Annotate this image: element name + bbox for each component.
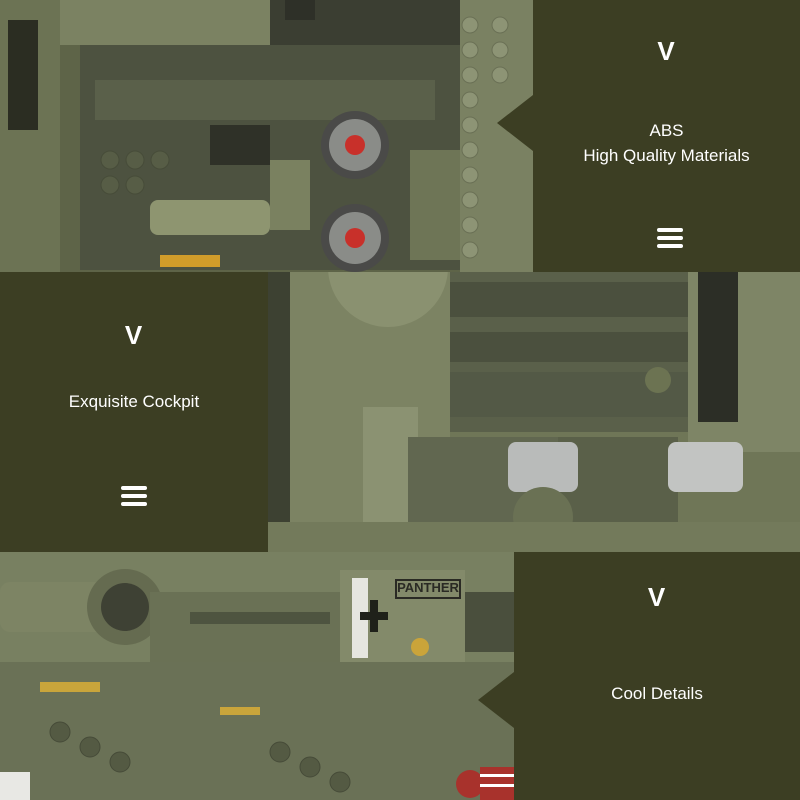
caption-line-1: Cool Details	[611, 684, 703, 703]
caption-line-1: Exquisite Cockpit	[68, 392, 200, 411]
photo-turret: PANTHER	[0, 552, 514, 800]
chevron-marker: V	[124, 320, 144, 350]
feature-panel-cockpit: V Exquisite Cockpit	[0, 272, 304, 552]
panel-pointer	[497, 95, 533, 151]
tank-name-plate: PANTHER	[397, 580, 459, 595]
menu-icon	[657, 228, 683, 248]
feature-panel-details: V Cool Details	[478, 552, 800, 800]
photo-engine-bay	[0, 0, 533, 272]
caption-line-1: ABS	[649, 121, 684, 140]
caption-line-2: High Quality Materials	[583, 146, 750, 165]
menu-icon	[121, 486, 147, 506]
feature-panel-materials: V ABS High Quality Materials	[497, 0, 800, 272]
panel-pointer	[478, 672, 514, 728]
photo-cockpit	[268, 272, 800, 552]
chevron-marker: V	[657, 36, 676, 66]
chevron-marker: V	[647, 582, 667, 612]
